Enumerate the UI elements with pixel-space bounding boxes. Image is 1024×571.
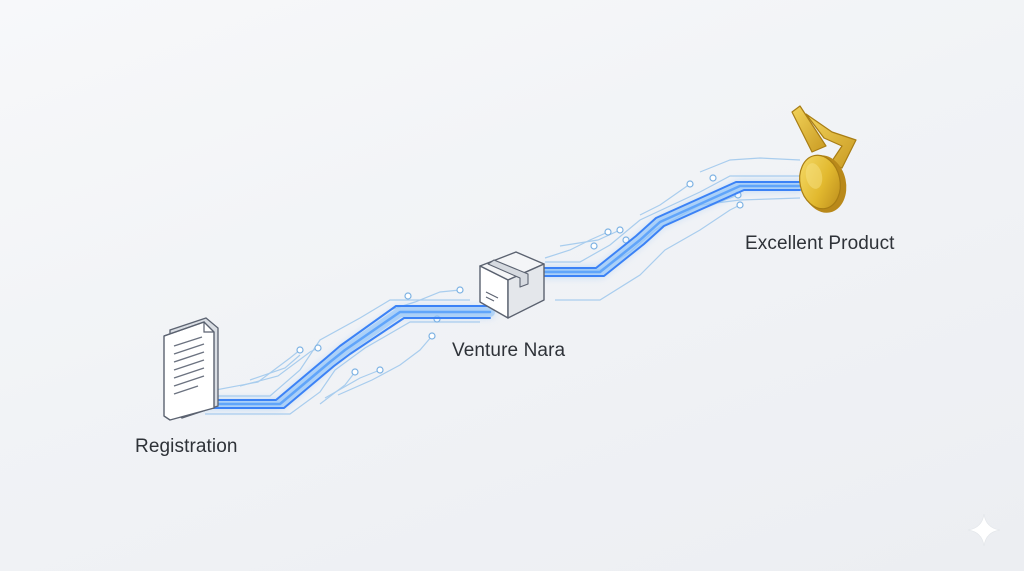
circuit-traces-segment-2 bbox=[544, 157, 801, 301]
document-icon bbox=[163, 317, 219, 421]
package-box-icon bbox=[479, 251, 545, 319]
circuit-traces-segment-1 bbox=[204, 289, 480, 415]
sparkle-icon bbox=[967, 513, 1001, 547]
node-label-excellent-product: Excellent Product bbox=[745, 233, 895, 254]
node-label-venture-nara: Venture Nara bbox=[452, 340, 566, 361]
flow-path-core bbox=[196, 181, 802, 409]
medal-icon bbox=[791, 105, 857, 213]
node-label-registration: Registration bbox=[135, 436, 238, 457]
